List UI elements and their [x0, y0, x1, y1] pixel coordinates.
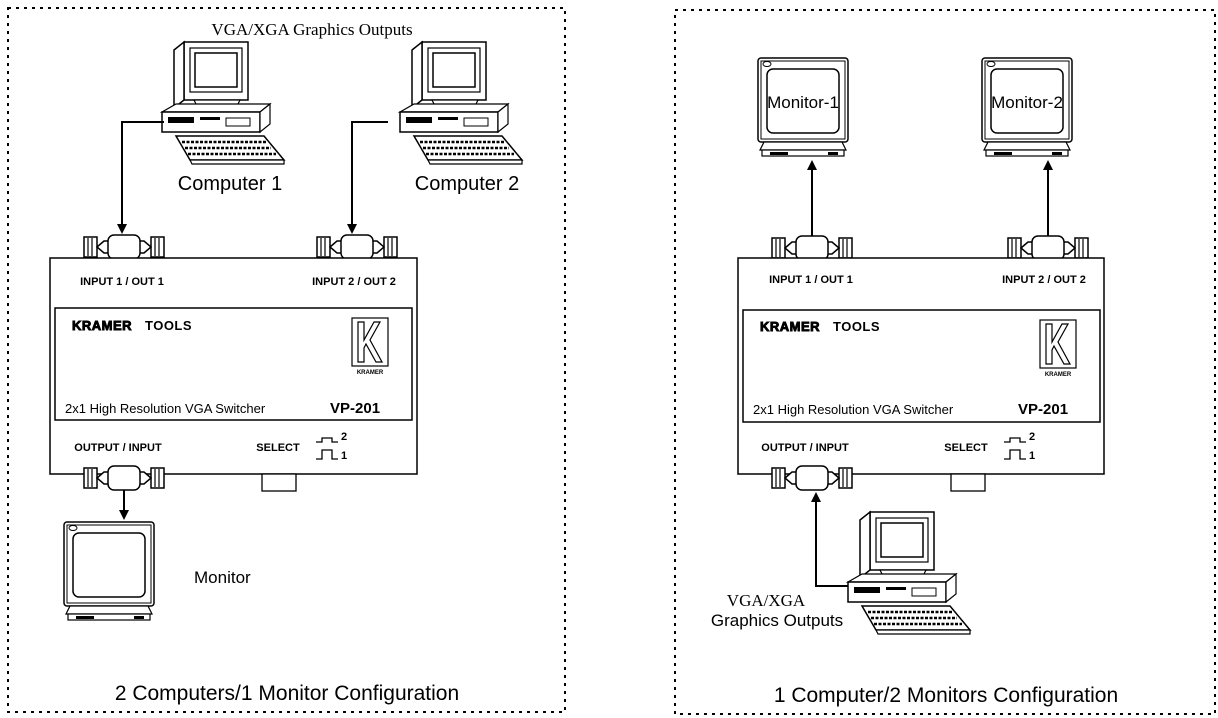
computer-1-label: Computer 1: [178, 173, 283, 195]
select-switch-left[interactable]: [316, 437, 338, 460]
kramer-logo-left: [351, 317, 389, 367]
computer-icon-right: [846, 510, 972, 636]
monitor-1-label: Monitor-1: [767, 93, 839, 112]
kramer-logo-right: [1039, 319, 1077, 369]
right-panel-border: [674, 9, 1216, 715]
right-caption: 1 Computer/2 Monitors Configuration: [774, 684, 1118, 707]
kramer-logo-text-right: KRAMER: [1045, 372, 1072, 378]
input-2-label-right: INPUT 2 / OUT 2: [1002, 274, 1086, 286]
brand-kramer-left: KRAMER: [72, 318, 132, 333]
switch-pos-1-icon: [316, 449, 338, 460]
kramer-logo-text-left: KRAMER: [357, 370, 384, 376]
brand-tools-right: TOOLS: [833, 319, 880, 334]
input-1-connector: [83, 234, 165, 260]
cable-computer-2: [347, 121, 388, 234]
switch-pos-2-icon: [316, 437, 338, 443]
monitor-icon: [63, 521, 155, 621]
select-label-left: SELECT: [256, 442, 300, 454]
right-outputs-line1: VGA/XGA: [727, 591, 806, 610]
switch-pos-2-label-right: 2: [1029, 431, 1035, 443]
right-outputs-line2: Graphics Outputs: [711, 611, 843, 630]
select-switch-right[interactable]: [1004, 437, 1026, 460]
device-description-right: 2x1 High Resolution VGA Switcher: [753, 402, 954, 417]
output-connector-right: [771, 465, 853, 491]
select-button-right[interactable]: [950, 473, 986, 492]
cable-from-computer: [811, 492, 852, 587]
input-1-connector-right: [771, 235, 853, 261]
model-label-right: VP-201: [1018, 401, 1068, 418]
switch-pos-2-icon: [1004, 437, 1026, 443]
input-2-label-left: INPUT 2 / OUT 2: [312, 276, 396, 288]
device-description-left: 2x1 High Resolution VGA Switcher: [65, 401, 266, 416]
output-connector-left: [83, 465, 165, 491]
monitor-label: Monitor: [194, 568, 251, 587]
monitor-2-label: Monitor-2: [991, 93, 1063, 112]
computer-2-icon: [398, 40, 524, 166]
left-panel: VGA/XGA Graphics Outputs Computer 1 Comp…: [7, 7, 566, 713]
output-label-left: OUTPUT / INPUT: [74, 442, 162, 454]
cable-computer-1: [117, 121, 164, 234]
model-label-left: VP-201: [330, 400, 380, 417]
switch-pos-1-label-right: 1: [1029, 450, 1035, 462]
computer-1-icon: [160, 40, 286, 166]
left-panel-border: [7, 7, 566, 713]
right-panel: Monitor-1 Monitor-2 INPUT 1 / OUT 1 INPU…: [674, 9, 1216, 715]
switch-pos-2-label-left: 2: [341, 431, 347, 443]
input-1-label-left: INPUT 1 / OUT 1: [80, 276, 164, 288]
input-1-label-right: INPUT 1 / OUT 1: [769, 274, 853, 286]
left-outputs-label: VGA/XGA Graphics Outputs: [211, 20, 412, 39]
select-button-left[interactable]: [261, 473, 297, 492]
input-2-connector-right: [1007, 235, 1089, 261]
select-label-right: SELECT: [944, 442, 988, 454]
switch-pos-1-label-left: 1: [341, 450, 347, 462]
output-label-right: OUTPUT / INPUT: [761, 442, 849, 454]
computer-2-label: Computer 2: [415, 173, 520, 195]
brand-tools-left: TOOLS: [145, 318, 192, 333]
left-caption: 2 Computers/1 Monitor Configuration: [115, 682, 459, 705]
brand-kramer-right: KRAMER: [760, 319, 820, 334]
switch-pos-1-icon: [1004, 449, 1026, 460]
input-2-connector: [316, 234, 398, 260]
